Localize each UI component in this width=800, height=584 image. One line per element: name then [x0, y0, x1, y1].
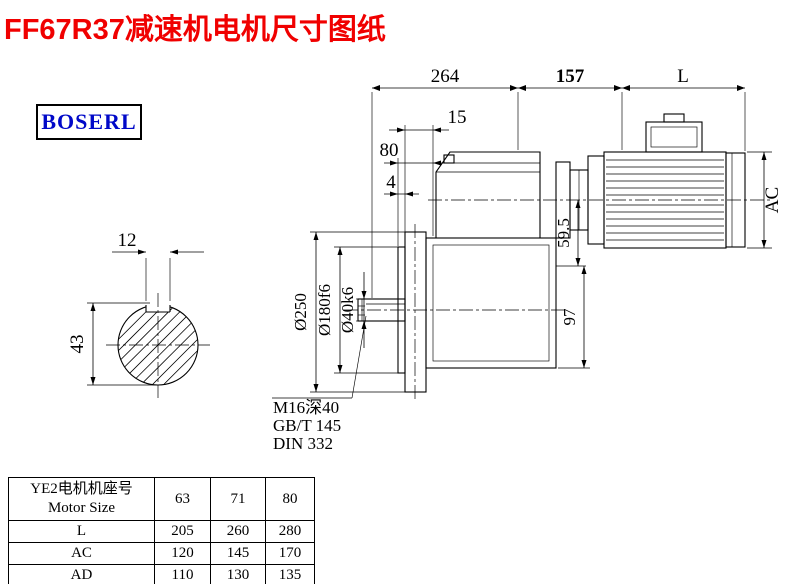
row-label-AD: AD	[8, 564, 155, 584]
note-din: DIN 332	[273, 434, 333, 453]
note-gb: GB/T 145	[273, 416, 341, 435]
terminal-box	[645, 121, 703, 153]
centerlines	[344, 199, 772, 400]
table-cell: 205	[154, 520, 211, 543]
dia-250-label: Ø250	[291, 293, 310, 331]
dim-12-label: 12	[118, 230, 137, 251]
spec-table: YE2电机机座号 Motor Size 63 71 80 L 205 260 2…	[8, 477, 315, 584]
dim-small: 15 80 4	[380, 107, 467, 246]
table-cell: 145	[210, 542, 266, 565]
dim-59-5-label: 59.5	[554, 218, 573, 248]
dim-43-label: 43	[67, 335, 88, 354]
table-col-63: 63	[154, 477, 211, 521]
table-col-80: 80	[265, 477, 315, 521]
table-row: AD 110 130 135	[8, 564, 315, 584]
table-row: L 205 260 280	[8, 520, 315, 543]
shaft-section-view	[106, 293, 210, 398]
dim-157-label: 157	[556, 66, 585, 87]
table-header-cn: YE2电机机座号	[30, 481, 133, 498]
dia-40-label: Ø40k6	[338, 287, 357, 333]
table-col-71: 71	[210, 477, 266, 521]
note-thread: M16深40	[273, 398, 339, 417]
thread-notes: M16深40 GB/T 145 DIN 332	[272, 315, 367, 453]
row-label-L: L	[8, 520, 155, 543]
dim-diameters: Ø250 Ø180f6 Ø40k6	[291, 231, 405, 393]
motor-fins	[606, 159, 724, 241]
row-label-AC: AC	[8, 542, 155, 565]
table-cell: 110	[154, 564, 211, 584]
table-cell: 135	[265, 564, 315, 584]
table-cell: 260	[210, 520, 266, 543]
table-cell: 130	[210, 564, 266, 584]
table-header-en: Motor Size	[47, 500, 116, 516]
dim-L-label: L	[677, 66, 689, 87]
brand-logo: BOSERL	[36, 104, 142, 140]
dim-264-label: 264	[431, 66, 460, 87]
dim-AC-label: AC	[762, 187, 783, 213]
vent-plug	[443, 154, 455, 164]
dim-vertical: 59.5 97 AC	[554, 151, 783, 369]
table-cell: 120	[154, 542, 211, 565]
dim-top: 264 157 L	[371, 66, 746, 298]
table-cell: 170	[265, 542, 315, 565]
dim-shaft-section: 12 43	[67, 230, 204, 386]
motor-view	[603, 113, 746, 249]
dim-15-label: 15	[448, 107, 467, 128]
table-row: AC 120 145 170	[8, 542, 315, 565]
table-header-row: YE2电机机座号 Motor Size 63 71 80	[8, 477, 315, 521]
dia-180-label: Ø180f6	[315, 284, 334, 336]
table-cell: 280	[265, 520, 315, 543]
dim-80-label: 80	[380, 140, 399, 161]
table-header-cell: YE2电机机座号 Motor Size	[8, 477, 155, 521]
dim-97-label: 97	[560, 308, 579, 326]
page-title: FF67R37减速机电机尺寸图纸	[4, 14, 386, 46]
dim-4-label: 4	[386, 172, 396, 193]
